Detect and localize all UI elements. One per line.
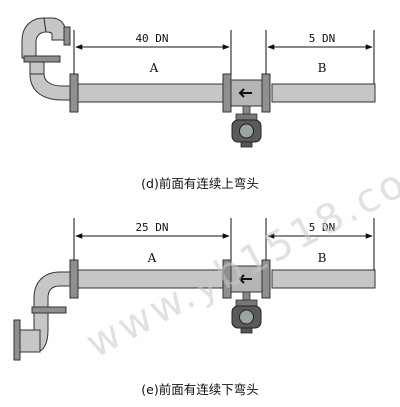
segment-label-a: A xyxy=(147,251,157,265)
pipe-straight-a xyxy=(73,83,225,103)
pipe-straight-b xyxy=(271,83,376,103)
flow-direction-icon xyxy=(238,274,252,284)
flow-direction-icon xyxy=(238,88,252,98)
dimension-label-b: 5 DN xyxy=(309,32,336,45)
segment-label-b: B xyxy=(318,251,327,265)
flange xyxy=(261,73,271,113)
transmitter-head xyxy=(231,105,262,148)
flange xyxy=(69,259,79,299)
segment-label-a: A xyxy=(149,61,159,75)
segment-label-b: B xyxy=(318,61,327,75)
caption-d: (d)前面有连续上弯头 xyxy=(141,176,259,191)
flange xyxy=(222,73,232,113)
diagram-e: 25 DN 5 DN A B (e)前面有连续下弯头 xyxy=(13,218,376,397)
pipe-straight-b xyxy=(271,269,376,289)
diagram-d: 40 DN 5 DN A B (d)前面有连续上弯头 xyxy=(21,17,376,191)
caption-e: (e)前面有连续下弯头 xyxy=(141,382,258,397)
dimension-label-b: 5 DN xyxy=(309,221,336,234)
watermark: www.yb1518.com xyxy=(79,140,400,368)
transmitter-head xyxy=(231,291,262,334)
lower-elbow-assembly xyxy=(13,271,71,361)
dimension-label-a: 40 DN xyxy=(135,32,168,45)
upper-elbow-assembly xyxy=(21,17,71,101)
flange xyxy=(69,73,79,113)
dimension-label-a: 25 DN xyxy=(135,221,168,234)
